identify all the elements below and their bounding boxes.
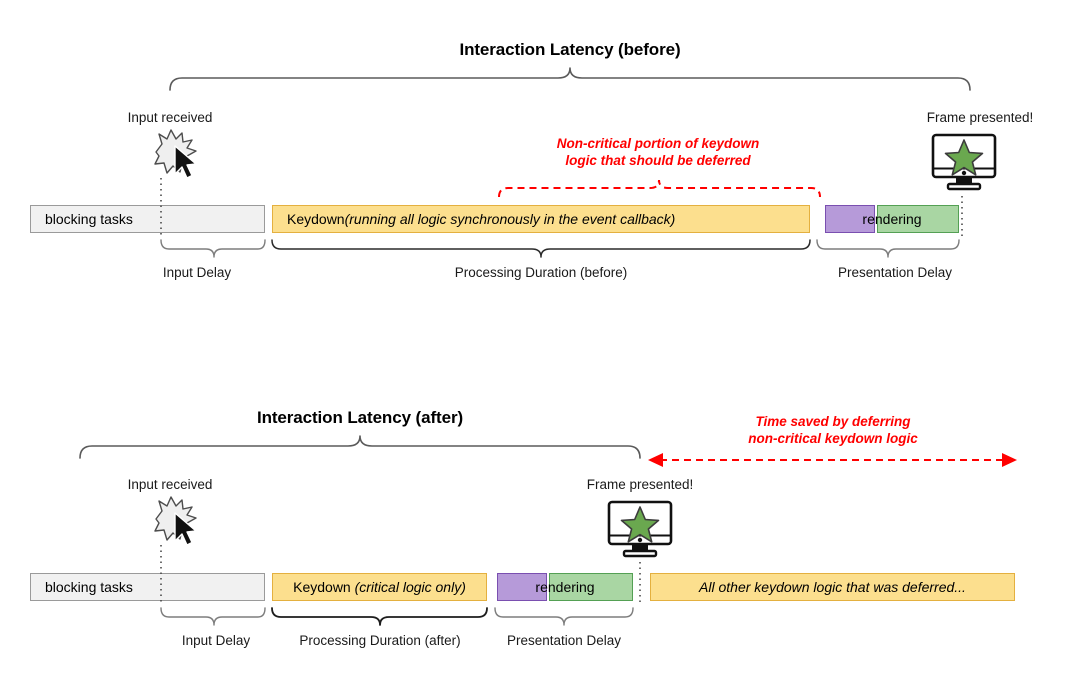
phase-processing-duration-before: Processing Duration (before): [454, 265, 628, 280]
star-icon: [620, 506, 660, 543]
section-title-after: Interaction Latency (after): [256, 408, 464, 427]
monitor-icon: [925, 133, 1003, 195]
monitor-icon: [601, 500, 679, 562]
annotation-line-2: logic that should be deferred: [565, 153, 751, 168]
red-brace-noncritical-before: [498, 179, 821, 198]
bar-blocking-tasks-before[interactable]: blocking tasks: [30, 205, 265, 233]
red-arrow-head-right: [1002, 453, 1017, 467]
bar-label-plain: Keydown: [287, 211, 345, 227]
phase-input-delay-after: Input Delay: [181, 633, 251, 648]
annotation-line-2: non-critical keydown logic: [748, 431, 918, 446]
annotation-noncritical-before: Non-critical portion of keydown logic th…: [508, 135, 808, 169]
annotation-line-1: Non-critical portion of keydown: [556, 136, 760, 151]
frame-presented-label-after: Frame presented!: [586, 477, 694, 492]
bar-pre-render-before[interactable]: [825, 205, 875, 233]
frame-presented-label-before: Frame presented!: [926, 110, 1034, 125]
brace-processing-duration-before: [271, 239, 811, 258]
bar-rendering-label-after: rendering: [535, 579, 595, 595]
phase-presentation-delay-before: Presentation Delay: [837, 265, 953, 280]
starburst-icon: [148, 128, 204, 180]
bar-label-italic: (critical logic only): [354, 579, 466, 595]
bar-rendering-before[interactable]: [877, 205, 959, 233]
bar-rendering-after[interactable]: [549, 573, 633, 601]
cursor-arrow-icon: [174, 512, 197, 546]
red-arrow-head-left: [648, 453, 663, 467]
bar-blocking-tasks-after[interactable]: blocking tasks: [30, 573, 265, 601]
bar-keydown-before[interactable]: Keydown (running all logic synchronously…: [272, 205, 810, 233]
bar-pre-render-after[interactable]: [497, 573, 547, 601]
bar-label-plain: Keydown: [293, 579, 355, 595]
input-received-label-before: Input received: [127, 110, 213, 125]
brace-processing-duration-after: [271, 607, 488, 626]
bar-label-wrap: Keydown (critical logic only): [273, 579, 486, 595]
annotation-line-1: Time saved by deferring: [755, 414, 911, 429]
brace-input-delay-after: [160, 607, 266, 626]
bar-rendering-label-before: rendering: [862, 211, 922, 227]
bar-keydown-after[interactable]: Keydown (critical logic only): [272, 573, 487, 601]
phase-presentation-delay-after: Presentation Delay: [506, 633, 622, 648]
bar-deferred-keydown-after[interactable]: All other keydown logic that was deferre…: [650, 573, 1015, 601]
input-received-label-after: Input received: [127, 477, 213, 492]
bar-label: blocking tasks: [45, 211, 133, 227]
brace-input-delay-before: [160, 239, 266, 258]
bar-label-italic: (running all logic synchronously in the …: [344, 211, 676, 227]
phase-input-delay-before: Input Delay: [162, 265, 232, 280]
annotation-time-saved-after: Time saved by deferring non-critical key…: [683, 413, 983, 447]
phase-processing-duration-after: Processing Duration (after): [299, 633, 461, 648]
bar-label-italic: All other keydown logic that was deferre…: [699, 579, 966, 595]
brace-interaction-latency-before: [169, 67, 971, 91]
star-icon: [944, 139, 984, 176]
brace-presentation-delay-after: [494, 607, 634, 626]
bar-label: blocking tasks: [45, 579, 133, 595]
cursor-arrow-icon: [174, 145, 197, 179]
brace-presentation-delay-before: [816, 239, 960, 258]
section-title-before: Interaction Latency (before): [459, 40, 681, 59]
brace-interaction-latency-after: [79, 435, 641, 459]
starburst-icon: [148, 495, 204, 547]
